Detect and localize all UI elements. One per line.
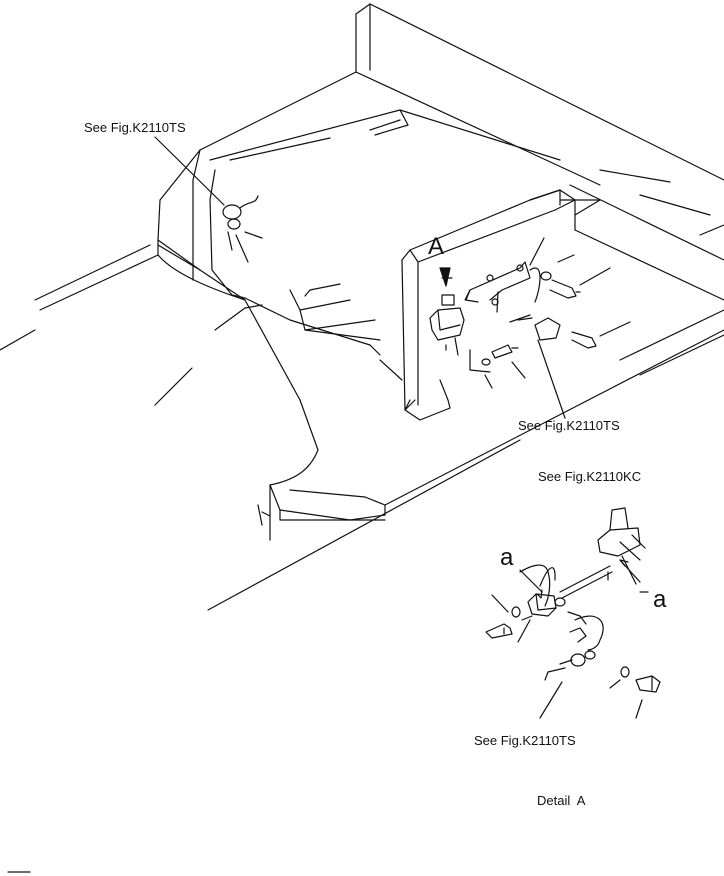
detail-a-assembly (485, 507, 661, 719)
see-fig-label-kc: See Fig.K2110KC (538, 469, 642, 484)
callout-label-A: A (428, 233, 445, 260)
see-fig-label-middle: See Fig.K2110TS (518, 418, 620, 433)
see-fig-label-top-left: See Fig.K2110TS (84, 120, 186, 135)
console-bracket-assembly (429, 237, 631, 419)
top-left-switch-assembly (154, 136, 263, 263)
callout-label-a-left: a (500, 544, 514, 571)
callout-label-a-right: a (653, 586, 667, 613)
machine-body-outline (0, 3, 724, 611)
see-fig-label-bottom: See Fig.K2110TS (474, 733, 576, 748)
detail-caption: Detail A (537, 793, 586, 808)
